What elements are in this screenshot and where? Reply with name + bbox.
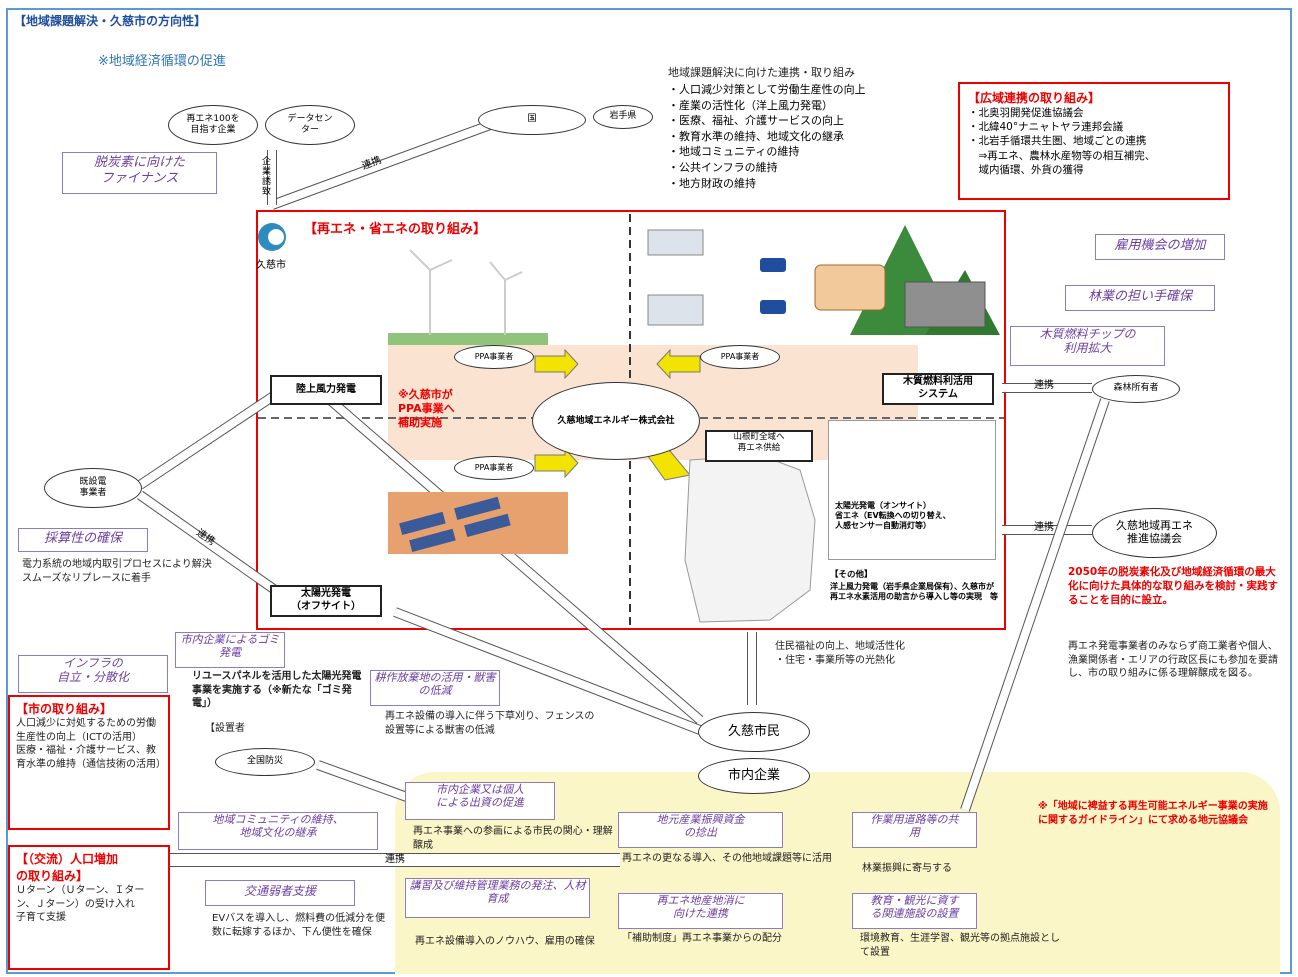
issue-item: ・地域コミュニティの維持 (668, 145, 800, 159)
exchange-box: 【（交流）人口増加 の取り組み】 Ｕターン（Ｕターン、Ｉターン、Ｊターン）の受け… (8, 845, 170, 970)
forest-owners-oval: 森林所有者 (1092, 375, 1180, 403)
yellow-arrow-1 (534, 348, 579, 380)
woodchip-label: 木質燃料チップの 利用拡大 (1010, 326, 1165, 366)
main-box-title: 【再エネ・省エネの取り組み】 (304, 222, 487, 237)
regional-issues-list: ・人口減少対策として労働生産性の向上 ・産業の活性化（洋上風力発電） ・医療、福… (668, 82, 866, 191)
exchange-text: Ｕターン（Ｕターン、Ｉターン、Ｊターン）の受け入れ 子育て支援 (16, 885, 145, 923)
tourism-text: 環境教育、生涯学習、観光等の拠点施設として設置 (860, 933, 1060, 958)
solar-house-panel: 太陽光発電（オンサイト） 省エネ（EV転換への切り替え、 人感センサー自動消灯等… (828, 420, 996, 560)
local-consume-text: 「補助制度」再エネ事業からの配分 (622, 933, 782, 944)
issue-item: ・地方財政の維持 (668, 176, 756, 190)
solar-offsite-box: 太陽光発電 （オフサイト） (270, 585, 382, 617)
forestry-workers-label: 林業の担い手確保 (1065, 285, 1215, 311)
re100-oval: 再エネ100を 目指す企業 (168, 105, 258, 145)
exchange-title: 【（交流）人口増加 の取り組み】 (16, 852, 119, 883)
council-oval: 久慈地域再エネ 推進協議会 (1092, 508, 1217, 558)
forestry-road-label: 作業用道路等の共 用 (852, 812, 977, 848)
regional-issues-title: 地域課題解決に向けた連携・取り組み (668, 66, 855, 79)
issue-item: ・産業の活性化（洋上風力発電） (668, 98, 833, 112)
transport-label: 交通弱者支援 (205, 880, 355, 906)
kuji-citizens-oval: 久慈市民 (698, 712, 810, 752)
local-consume-label: 再エネ地産地消に 向けた連携 (618, 893, 783, 929)
issue-item: ・教育水準の維持、地域文化の継承 (668, 129, 844, 143)
community-label: 地域コミュニティの維持、 地域文化の継承 (178, 812, 378, 850)
profitability-label: 採算性の確保 (18, 528, 148, 552)
wide-area-line: ・北緯40°ナニャトヤラ連邦会議 (968, 121, 1124, 134)
ppa-operator-oval-2: PPA事業者 (454, 456, 534, 480)
prefecture-oval: 岩手県 (593, 105, 653, 129)
abandoned-land-text: 再エネ設備の導入に伴う下草刈り、フェンスの設置等による獣害の低減 (385, 711, 595, 736)
issue-item: ・公共インフラの維持 (668, 161, 778, 175)
wide-area-line: ⇒再エネ、農林水産物等の相互補完、 (968, 149, 1156, 162)
re-energy-company-oval: 久慈地域エネルギー株式会社 (532, 382, 700, 460)
issue-item: ・医療、福祉、介護サービスの向上 (668, 114, 844, 128)
datacenter-oval: データセン ター (265, 105, 355, 145)
other-text: 洋上風力発電（岩手県企業局保有）、久慈市が再エネ水素活用の助言から導入し等の実現… (830, 582, 998, 601)
yellow-arrow-2 (534, 447, 579, 479)
wide-area-line: ・北岩手循環共生圏、地域ごとの連携 (968, 135, 1147, 148)
region-map (684, 454, 816, 623)
ppa-operator-oval-1: PPA事業者 (454, 345, 534, 369)
city-companies-oval: 市内企業 (698, 758, 810, 794)
local-industry-text: 再エネの更なる導入、その他地域課題等に活用 (622, 853, 832, 864)
issue-item: ・人口減少対策として労働生産性の向上 (668, 83, 866, 96)
investment-label: 市内企業又は個人 による出資の促進 (405, 782, 555, 820)
subsidy-note: ※久慈市が PPA事業へ 補助実施 (398, 388, 455, 429)
cooperate-label-right-1: 連携 (1034, 380, 1054, 391)
top-note: ※地域経済循環の促進 (98, 54, 226, 69)
cooperate-label-bottom: 連携 (385, 854, 405, 865)
green-strip (388, 333, 548, 345)
orders-text: 再エネ設備導入のノウハウ、雇用の確保 (415, 936, 595, 947)
transport-text: EVバスを導入し、燃料費の低減分を便数に転嫁するほか、下ん便性を確保 (212, 913, 386, 938)
yellow-arrow-3 (656, 348, 701, 380)
wide-area-line: 域内循環、外貨の獲得 (968, 163, 1084, 176)
wide-area-line: ・北奥羽開発促進協議会 (968, 107, 1084, 119)
ppa-operator-oval-3: PPA事業者 (700, 345, 780, 369)
cooperate-label-right-2: 連携 (1034, 522, 1054, 533)
infra-label: インフラの 自立・分散化 (18, 655, 168, 693)
wide-area-title: 【広域連携の取り組み】 (968, 91, 1101, 105)
city-initiatives-text: 人口減少に対処するための労働生産性の向上（ICTの活用） 医療・福祉・介護サービ… (16, 718, 166, 770)
profitability-text: 電力系統の地域内取引プロセスにより解決 スムーズなリプレースに着手 (22, 559, 212, 584)
existing-operator-oval: 既設電 事業者 (44, 468, 142, 508)
country-oval: 国 (478, 105, 586, 135)
forestry-road-text: 林業振興に寄与する (862, 863, 952, 874)
wind-power-box: 陸上風力発電 (270, 375, 382, 405)
enterprise-power-text: リユースパネルを活用した太陽光発電事業を実施する（※新たな「ゴミ発電」） (192, 671, 362, 709)
tourism-label: 教育・観光に資す る関連施設の設置 (852, 893, 977, 929)
council-red-text: 2050年の脱炭素化及び地域経済循環の最大化に向けた具体的な取り組みを検討・実践… (1068, 566, 1278, 607)
finance-label: 脱炭素に向けた ファイナンス (62, 152, 217, 194)
abandoned-land-label: 耕作放棄地の活用・獣害の低減 (370, 670, 500, 706)
city-initiatives-box: 【市の取り組み】 人口減少に対処するための労働生産性の向上（ICTの活用） 医療… (8, 695, 170, 830)
city-label: 久慈市 (256, 260, 286, 271)
employment-label: 雇用機会の増加 (1095, 234, 1225, 260)
biomass-system-box: 木質燃料利活用 システム (882, 373, 994, 405)
enterprise-power-label: 市内企業によるゴミ発電 (175, 632, 285, 668)
mountain-supply-box: 山根町全域へ 再エネ供給 (705, 430, 813, 462)
local-industry-label: 地元産業振興資金 の捻出 (618, 812, 783, 848)
council-text: 再エネ発電事業者のみならず商工業者や個人、漁業関係者・エリアの行政区長にも参加を… (1068, 641, 1278, 679)
safety-oval: 全国防災 (215, 748, 315, 776)
orders-label: 講習及び維持管理業務の発注、人材育成 (405, 878, 590, 918)
solar-house-text: 太陽光発電（オンサイト） 省エネ（EV転換への切り替え、 人感センサー自動消灯等… (835, 501, 951, 530)
city-initiatives-title: 【市の取り組み】 (16, 702, 113, 716)
citizen-benefit-text: 住民福祉の向上、地域活性化 ・住宅・事業所等の光熱化 (775, 641, 905, 666)
other-title: 【その他】 (830, 570, 873, 580)
wide-area-box: 【広域連携の取り組み】 ・北奥羽開発促進協議会 ・北緯40°ナニャトヤラ連邦会議… (958, 82, 1230, 200)
guideline-note: ※「地域に裨益する再生可能エネルギー事業の実施に関するガイドライン」にて求める地… (1038, 801, 1268, 826)
page-title: 【地域課題解決・久慈市の方向性】 (14, 14, 207, 28)
arrow-label-invest: 企業誘致 (262, 157, 272, 197)
investment-text: 再エネ事業への参画による市民の関心・理解醸成 (413, 826, 613, 851)
enterprise-sub: 【設置者 (205, 723, 245, 734)
